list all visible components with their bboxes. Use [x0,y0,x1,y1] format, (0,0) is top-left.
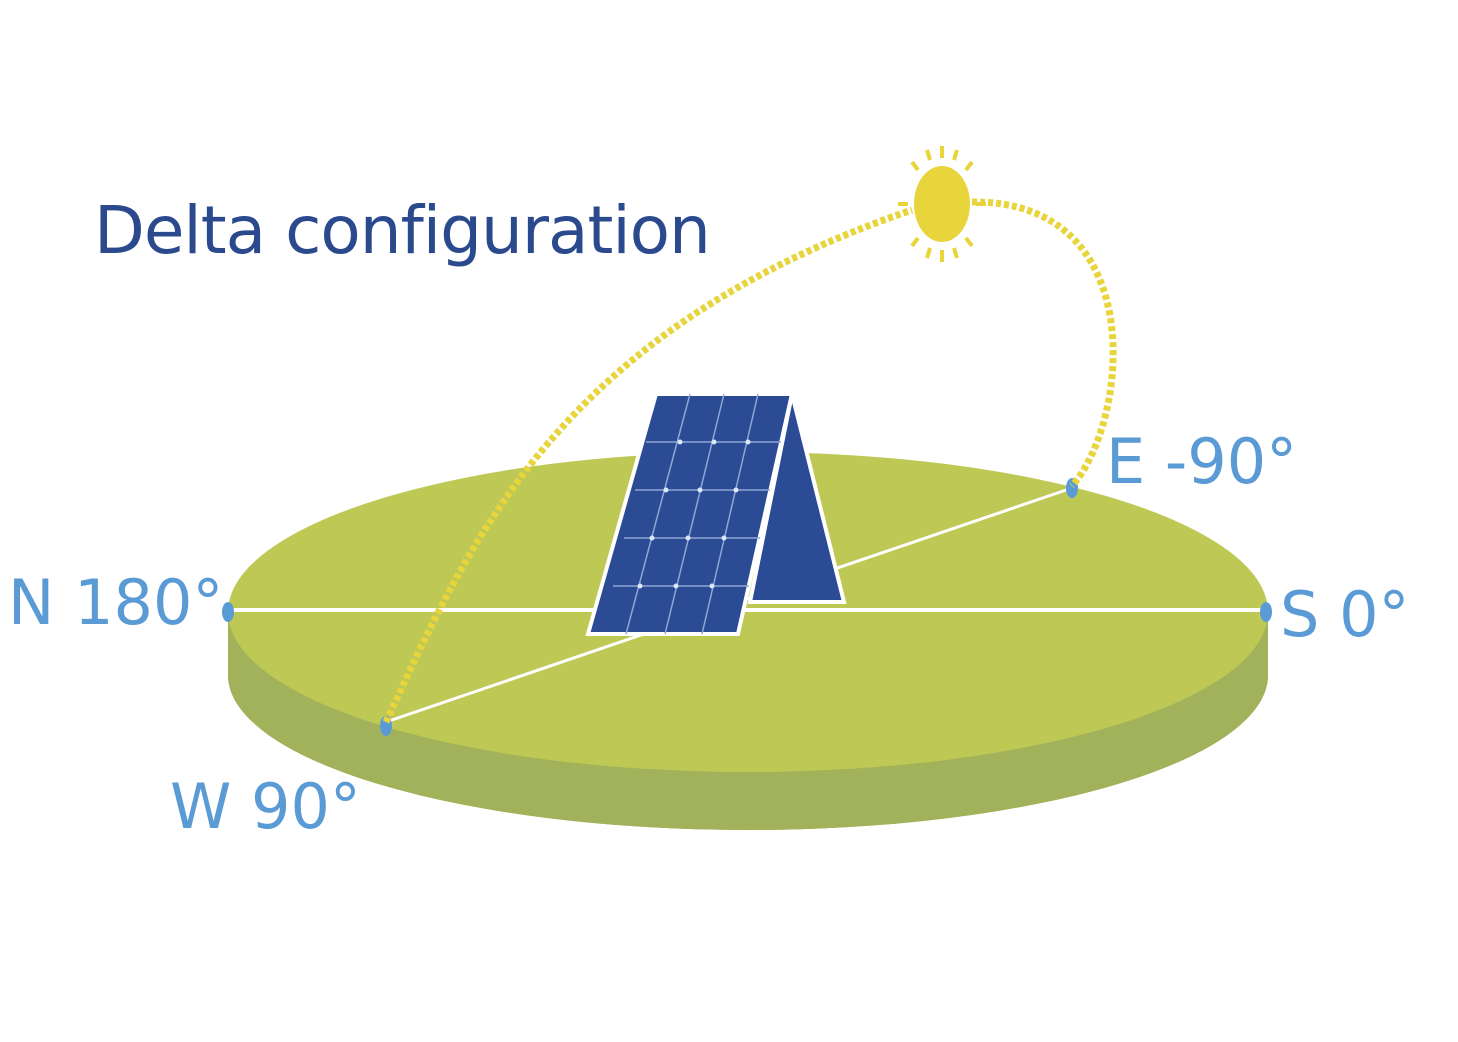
solar-panel-front [585,392,795,636]
south-label: S 0° [1280,578,1410,651]
sun-path-east [971,198,1117,489]
solar-panel-back [747,393,847,604]
solar-panel-sparkles [637,439,751,589]
south-marker [1260,602,1272,622]
east-label: E -90° [1106,425,1298,498]
solar-panel-icon [585,392,847,636]
sun-icon [898,146,986,262]
north-label: N 180° [8,566,224,639]
sun-path-west [382,206,914,724]
diagram-title: Delta configuration [94,192,711,269]
west-label: W 90° [170,770,361,843]
north-marker [222,602,234,622]
